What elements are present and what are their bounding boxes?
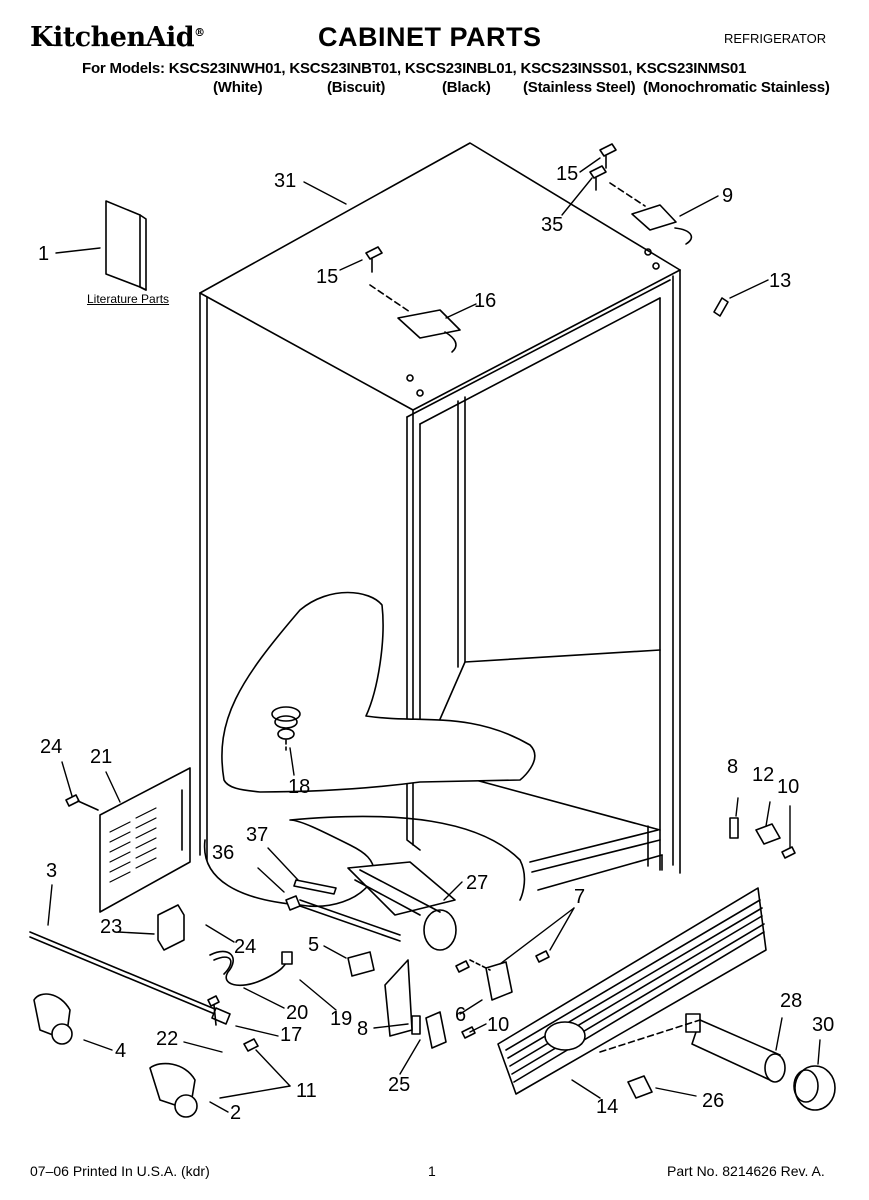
callout-17: 17 [280, 1024, 303, 1046]
toe-grille-14 [497, 887, 767, 1095]
callout-20: 20 [286, 1002, 309, 1024]
brand-mark: ® [194, 26, 205, 39]
screw-10-right [781, 846, 796, 859]
callout-37: 37 [246, 824, 269, 846]
bracket-6 [485, 961, 513, 1001]
hinge-pin-12 [755, 823, 781, 845]
screw-15-top [599, 143, 617, 169]
filter-cap-30 [793, 1065, 836, 1111]
hinge-9 [609, 182, 693, 270]
variant-white: (White) [213, 79, 263, 96]
callout-8-lower: 8 [357, 1018, 369, 1040]
callout-26: 26 [702, 1090, 725, 1112]
variant-black: (Black) [442, 79, 491, 96]
callout-8-right: 8 [727, 756, 739, 778]
callout-22: 22 [156, 1028, 179, 1050]
condenser-27 [347, 861, 457, 951]
callout-15-top: 15 [556, 163, 579, 185]
bracket-23 [157, 904, 185, 951]
models-line: For Models: KSCS23INWH01, KSCS23INBT01, … [82, 60, 747, 77]
clip-26 [627, 1075, 653, 1099]
product-type: REFRIGERATOR [724, 31, 827, 46]
callout-14: 14 [596, 1096, 619, 1118]
callout-12: 12 [752, 764, 775, 786]
callout-leader-lines [47, 157, 821, 1113]
brand-logo: KitchenAid® [30, 22, 205, 53]
callout-3: 3 [46, 860, 58, 882]
callout-5: 5 [308, 934, 320, 956]
callout-11: 11 [296, 1080, 317, 1102]
callout-35: 35 [541, 214, 564, 236]
front-roller-2 [149, 1062, 198, 1118]
rear-access-panel-21 [99, 767, 191, 913]
screw-11 [243, 1038, 259, 1052]
lower-panel [384, 959, 413, 1037]
literature-parts-label: Literature Parts [87, 292, 170, 306]
callout-31: 31 [274, 170, 297, 192]
drain-tube-36 [285, 895, 401, 942]
callout-16: 16 [474, 290, 497, 312]
print-info: 07–06 Printed In U.S.A. (kdr) [30, 1163, 210, 1179]
callout-13: 13 [769, 270, 792, 292]
page-title: CABINET PARTS [318, 22, 542, 52]
callout-21: 21 [90, 746, 113, 768]
foam-piece-37 [293, 879, 337, 895]
callout-1: 1 [38, 243, 50, 265]
callout-10-right: 10 [777, 776, 800, 798]
callout-10-lower: 10 [487, 1014, 510, 1036]
callout-23: 23 [100, 916, 123, 938]
clip-13 [713, 297, 729, 317]
water-tube-19 [209, 950, 293, 987]
callout-2: 2 [230, 1102, 242, 1124]
callout-24-mid: 24 [234, 936, 257, 958]
part-number: Part No. 8214626 Rev. A. [667, 1163, 825, 1179]
callout-6: 6 [455, 1004, 467, 1026]
bracket-8-right [729, 817, 739, 839]
variant-stainless: (Stainless Steel) [523, 79, 636, 96]
callout-15-mid: 15 [316, 266, 339, 288]
drain-fitting-18 [271, 706, 301, 751]
bracket-8-lower [411, 1015, 421, 1035]
screw-10-lower [461, 1026, 476, 1039]
callout-25: 25 [388, 1074, 411, 1096]
screw-15-mid [365, 246, 383, 273]
rear-roller-4 [33, 993, 73, 1045]
callout-36: 36 [212, 842, 235, 864]
callout-7: 7 [574, 886, 586, 908]
callout-24-left: 24 [40, 736, 63, 758]
leveling-rod-3 [29, 931, 231, 1025]
callout-9: 9 [722, 185, 734, 207]
callout-27: 27 [466, 872, 489, 894]
callout-19: 19 [330, 1008, 353, 1030]
callout-18: 18 [288, 776, 311, 798]
water-filter-28 [685, 1013, 786, 1083]
screw-17 [207, 995, 220, 1026]
callout-30: 30 [812, 1014, 835, 1036]
callout-4: 4 [115, 1040, 127, 1062]
callout-28: 28 [780, 990, 803, 1012]
variant-monochromatic: (Monochromatic Stainless) [643, 79, 830, 96]
cabinet-shell [199, 142, 681, 891]
hinge-plate-16 [369, 284, 461, 397]
variant-biscuit: (Biscuit) [327, 79, 386, 96]
bracket-25 [425, 1011, 447, 1049]
literature-booklet [105, 200, 147, 291]
foam-block-5 [347, 951, 375, 977]
cutaway-region [221, 591, 536, 793]
screw-35 [589, 165, 607, 191]
screw-7 [455, 950, 550, 973]
page-number: 1 [428, 1163, 436, 1179]
screw-24-left [65, 794, 99, 811]
brand-name: KitchenAid [30, 22, 195, 53]
